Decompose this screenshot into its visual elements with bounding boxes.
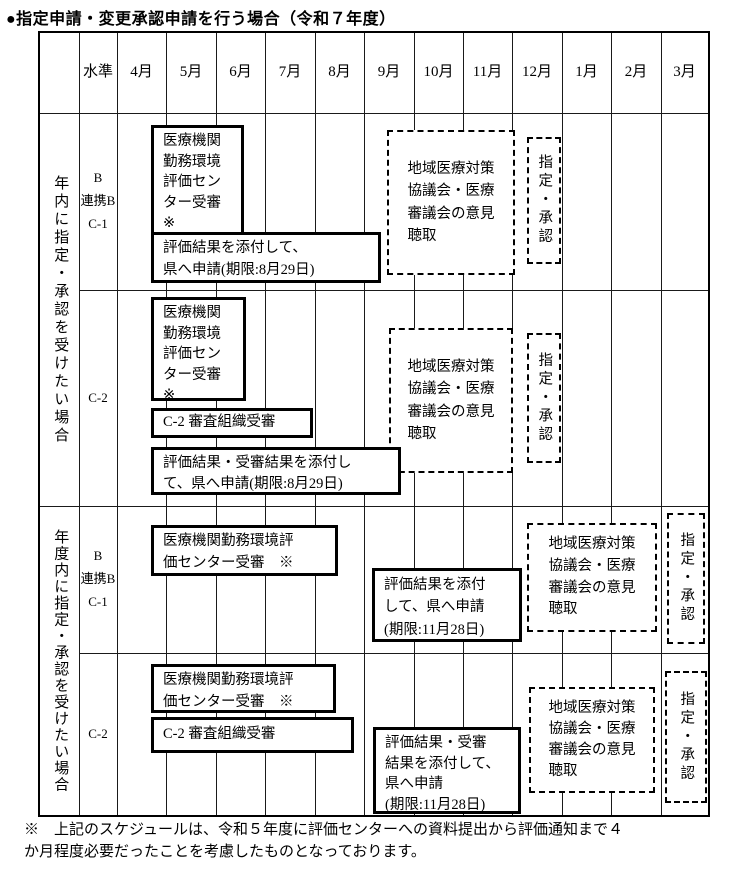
grid-vline	[79, 33, 80, 815]
box-council-hearing: 地域医療対策 協議会・医療 審議会の意見 聴取	[527, 523, 657, 632]
level-cell-g1-r1: B 連携B C-1	[80, 170, 116, 231]
box-designation-approval: 指定・承認	[527, 137, 561, 264]
level-cell-g2-r1: B 連携B C-1	[80, 548, 116, 609]
footnote: ※ 上記のスケジュールは、令和５年度に評価センターへの資料提出から評価通知まで４…	[24, 822, 623, 860]
box-designation-approval: 指定・承認	[527, 333, 561, 463]
grid-hline	[40, 113, 708, 114]
month-header-dec: 12月	[521, 64, 552, 81]
month-header-nov: 11月	[472, 64, 503, 81]
box-apply-to-prefecture: 評価結果・受審結果を添付し て、県へ申請(期限:8月29日)	[151, 447, 401, 495]
grid-hline	[40, 506, 708, 507]
month-header-jun: 6月	[229, 64, 252, 81]
month-header-feb: 2月	[624, 64, 648, 81]
level-cell-g1-r2: C-2	[88, 389, 108, 405]
group-label-within-year: 年内に指定・承認を受けたい場合	[52, 174, 69, 445]
grid-vline	[611, 33, 612, 815]
page-title: ●指定申請・変更承認申請を行う場合（令和７年度）	[6, 11, 396, 28]
grid-vline	[364, 33, 365, 815]
box-apply-to-prefecture: 評価結果を添付 して、県へ申請 (期限:11月28日)	[372, 568, 522, 642]
box-council-hearing: 地域医療対策 協議会・医療 審議会の意見 聴取	[387, 130, 515, 275]
box-eval-center-review: 医療機関勤務環境評 価センター受審 ※	[151, 525, 338, 576]
grid-hline	[79, 653, 708, 654]
month-header-mar: 3月	[673, 64, 696, 81]
box-apply-to-prefecture: 評価結果・受審 結果を添付して、 県へ申請 (期限:11月28日)	[373, 727, 521, 814]
month-header-oct: 10月	[423, 64, 454, 81]
box-c2-review: C-2 審査組織受審	[151, 408, 313, 438]
month-header-sep: 9月	[377, 64, 401, 81]
box-council-hearing: 地域医療対策 協議会・医療 審議会の意見 聴取	[389, 328, 513, 473]
grid-vline	[117, 33, 118, 815]
month-header-apr: 4月	[130, 64, 153, 81]
box-designation-approval: 指定・承認	[667, 513, 705, 644]
grid-vline	[562, 33, 563, 815]
month-header-may: 5月	[179, 64, 203, 81]
box-eval-center-review: 医療機関勤務環境評 価センター受審 ※	[151, 664, 336, 713]
group-label-within-fiscal-year: 年度内に指定・承認を受けたい場合	[52, 528, 69, 793]
box-eval-center-review: 医療機関 勤務環境 評価セン ター受審 ※	[151, 125, 244, 235]
level-cell-g2-r2: C-2	[88, 725, 108, 741]
grid-hline	[79, 290, 708, 291]
level-column-header: 水準	[82, 64, 113, 81]
box-council-hearing: 地域医療対策 協議会・医療 審議会の意見 聴取	[529, 687, 655, 793]
box-apply-to-prefecture: 評価結果を添付して、 県へ申請(期限:8月29日)	[151, 232, 381, 283]
box-eval-center-review: 医療機関 勤務環境 評価セン ター受審 ※	[151, 297, 246, 403]
grid-vline	[661, 33, 662, 815]
box-designation-approval: 指定・承認	[665, 671, 707, 803]
grid-vline	[315, 33, 316, 815]
schedule-table: 水準 4月 5月 6月 7月 8月 9月 10月 11月 12月 1月 2月 3…	[38, 31, 710, 817]
month-header-aug: 8月	[328, 64, 351, 81]
month-header-jul: 7月	[278, 64, 302, 81]
month-header-jan: 1月	[575, 64, 598, 81]
box-c2-review: C-2 審査組織受審	[151, 717, 354, 753]
